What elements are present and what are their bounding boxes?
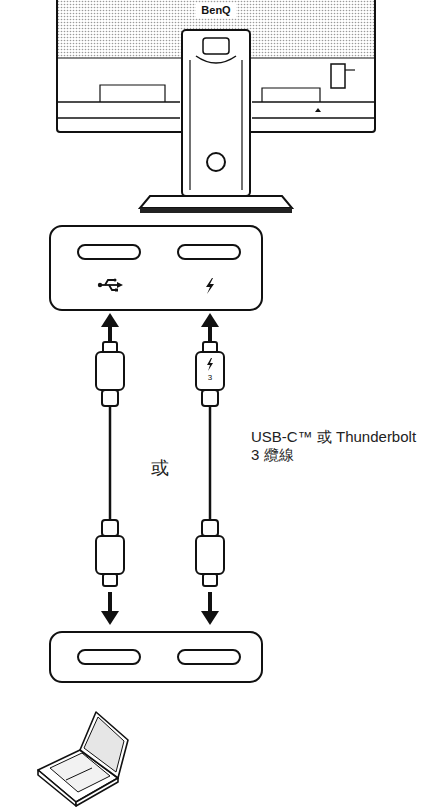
- cable-type-label: USB-C™ 或 Thunderbolt 3 纜線: [251, 428, 427, 464]
- monitor-port-panel: [50, 226, 262, 310]
- monitor-back: [57, 0, 375, 213]
- laptop-port-panel: [50, 632, 262, 682]
- thunderbolt-symbol: [206, 278, 214, 294]
- cables: [96, 342, 224, 586]
- plug-in-arrows: [101, 313, 219, 345]
- brand-logo: BenQ: [201, 4, 230, 17]
- cable-generation-number: 3: [208, 373, 212, 383]
- plug-in-arrows-down: [101, 592, 219, 625]
- cable-thunderbolt-mark: [207, 358, 213, 371]
- logo-patch: [196, 3, 236, 18]
- laptop-illustration: [38, 712, 128, 806]
- alternative-word: 或: [151, 458, 169, 480]
- usb-symbol: [98, 279, 123, 292]
